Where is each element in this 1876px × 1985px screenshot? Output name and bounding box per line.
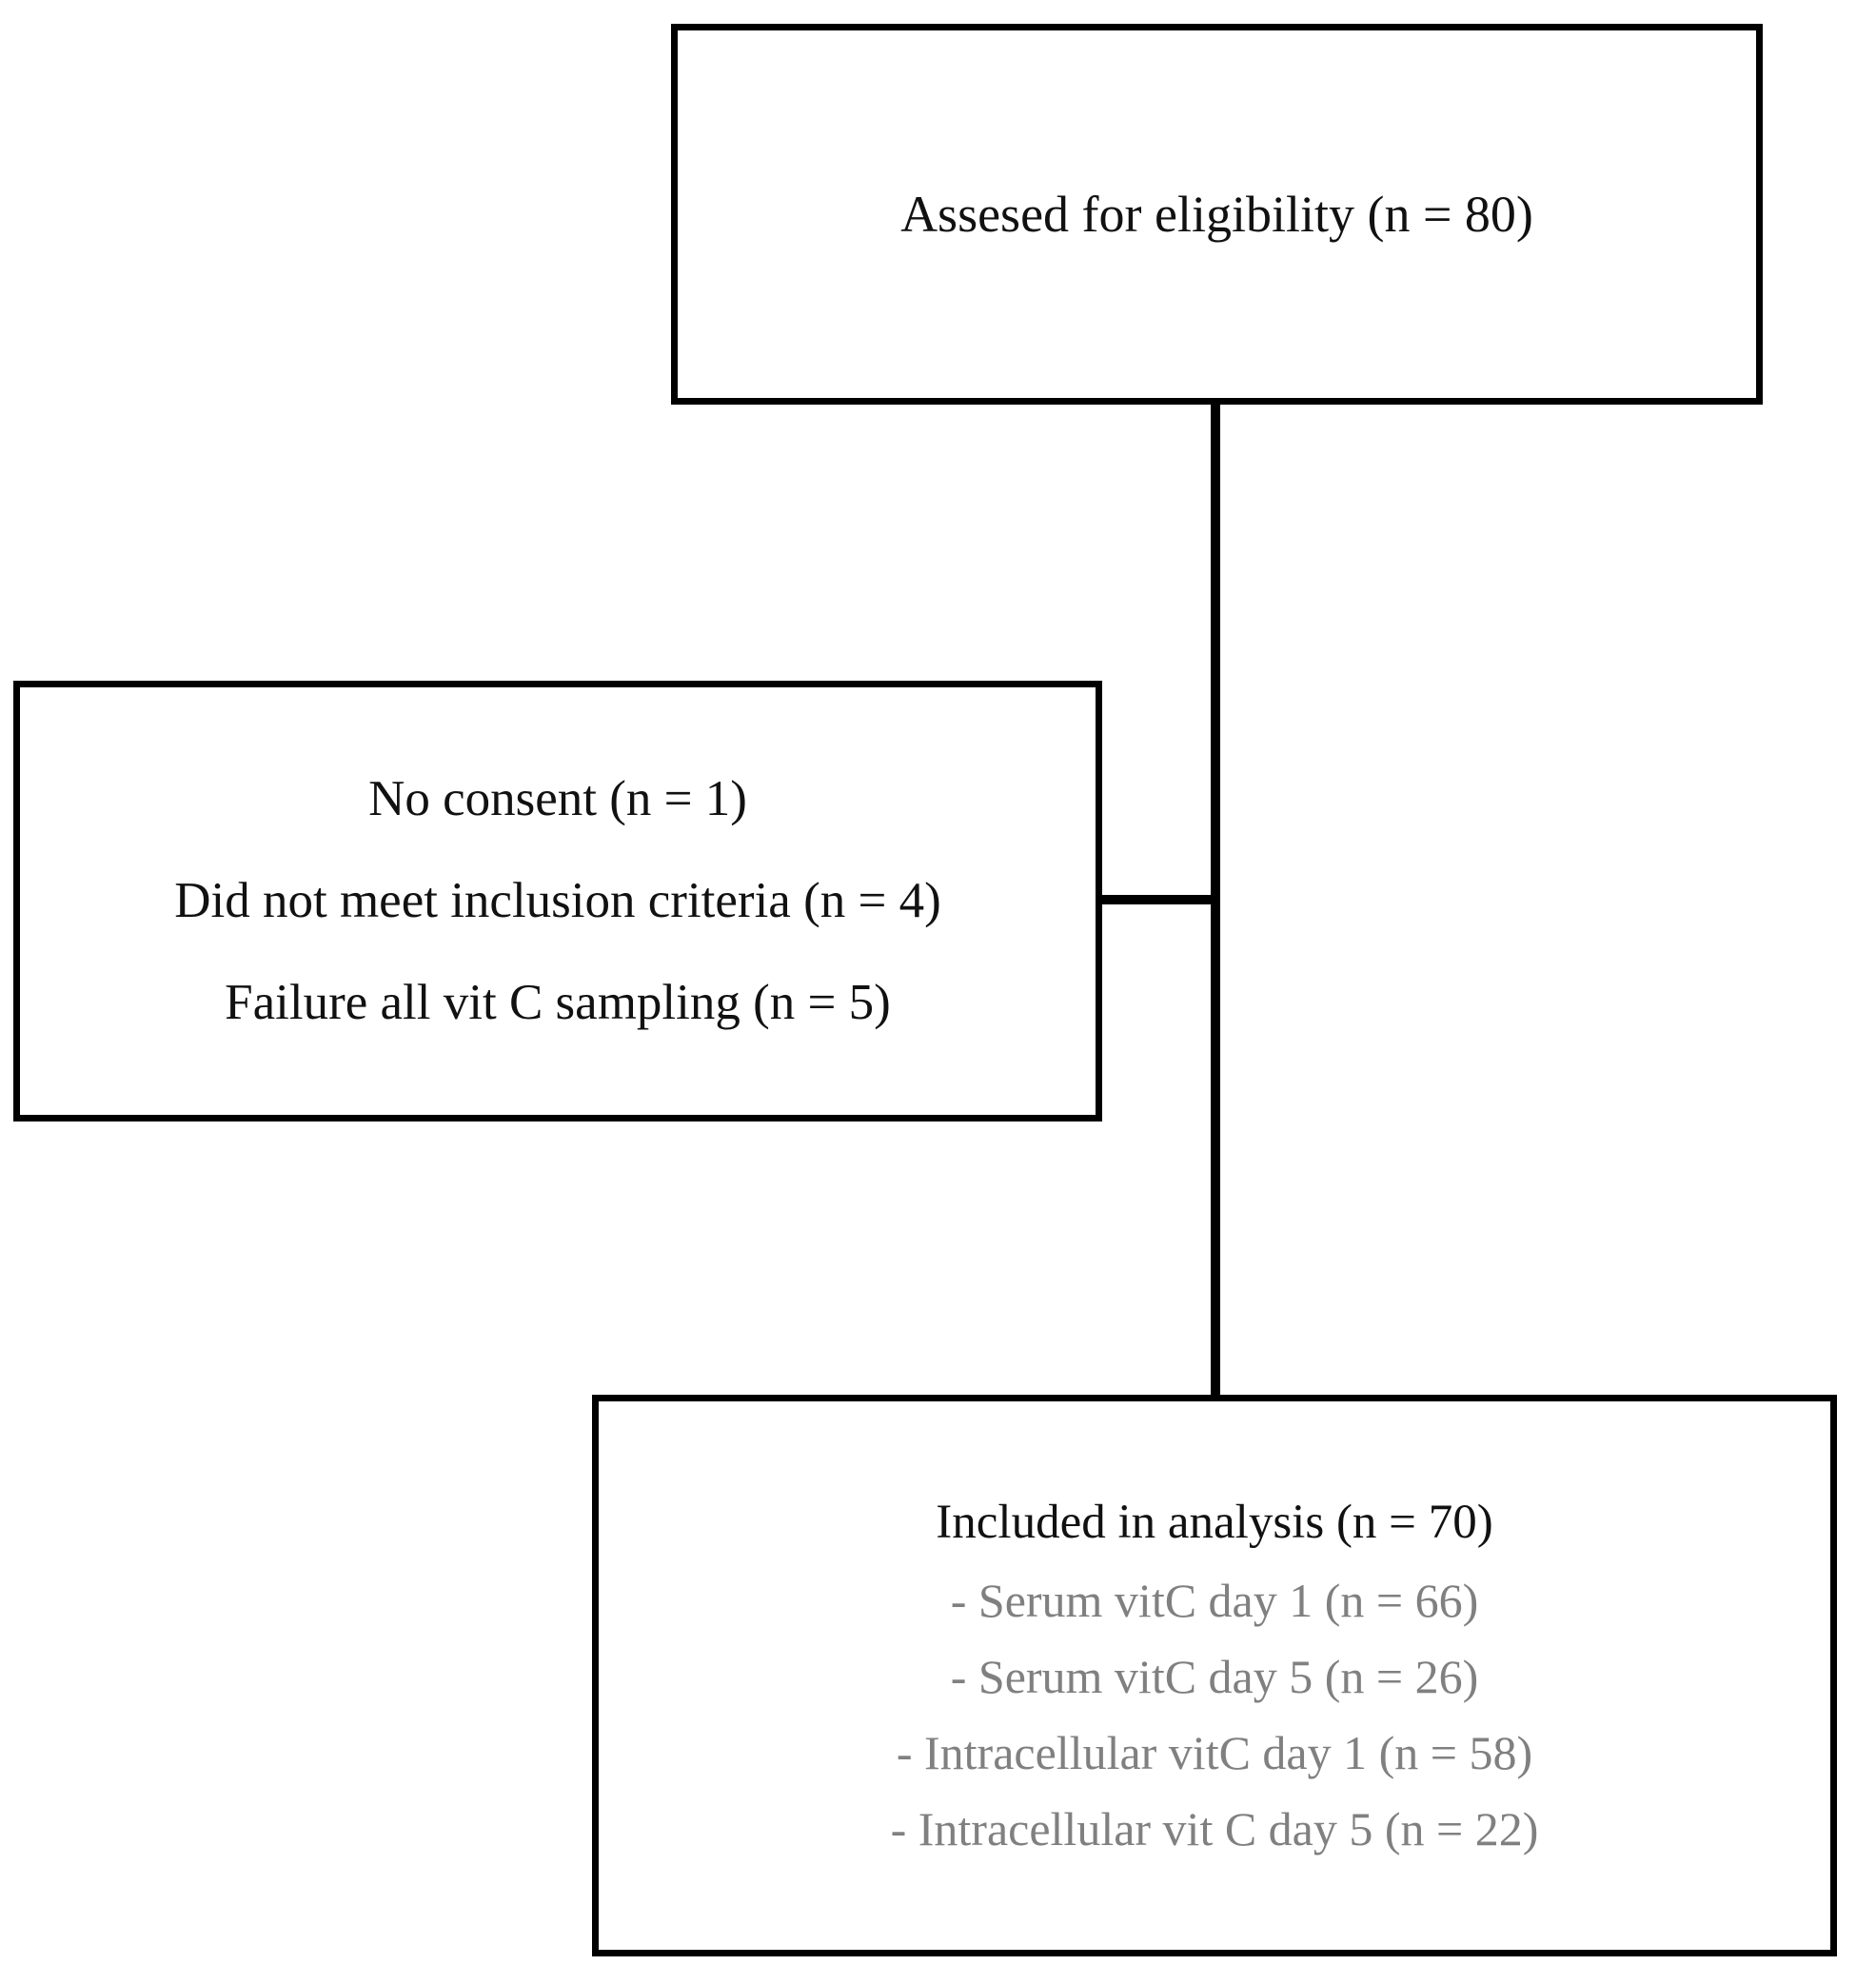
node-excluded-line-inclusion-criteria: Did not meet inclusion criteria (n = 4)	[174, 872, 941, 928]
connector-horizontal-excluded	[1096, 895, 1218, 904]
node-included-heading: Included in analysis (n = 70)	[936, 1496, 1493, 1550]
node-assessed-line-1: Assesed for eligibility (n = 80)	[900, 185, 1533, 243]
node-included-item-intracellular-day1: - Intracellular vitC day 1 (n = 58)	[896, 1725, 1533, 1779]
node-included-item-serum-day1: - Serum vitC day 1 (n = 66)	[950, 1573, 1479, 1627]
node-included-item-serum-day5: - Serum vitC day 5 (n = 26)	[950, 1649, 1479, 1703]
node-excluded-line-sampling-failure: Failure all vit C sampling (n = 5)	[225, 975, 891, 1031]
node-assessed-for-eligibility: Assesed for eligibility (n = 80)	[671, 24, 1763, 405]
node-included-in-analysis: Included in analysis (n = 70) - Serum vi…	[592, 1395, 1837, 1956]
node-excluded-reasons: No consent (n = 1) Did not meet inclusio…	[13, 681, 1102, 1122]
node-excluded-line-no-consent: No consent (n = 1)	[368, 770, 747, 826]
node-included-item-intracellular-day5: - Intracellular vit C day 5 (n = 22)	[890, 1801, 1539, 1856]
